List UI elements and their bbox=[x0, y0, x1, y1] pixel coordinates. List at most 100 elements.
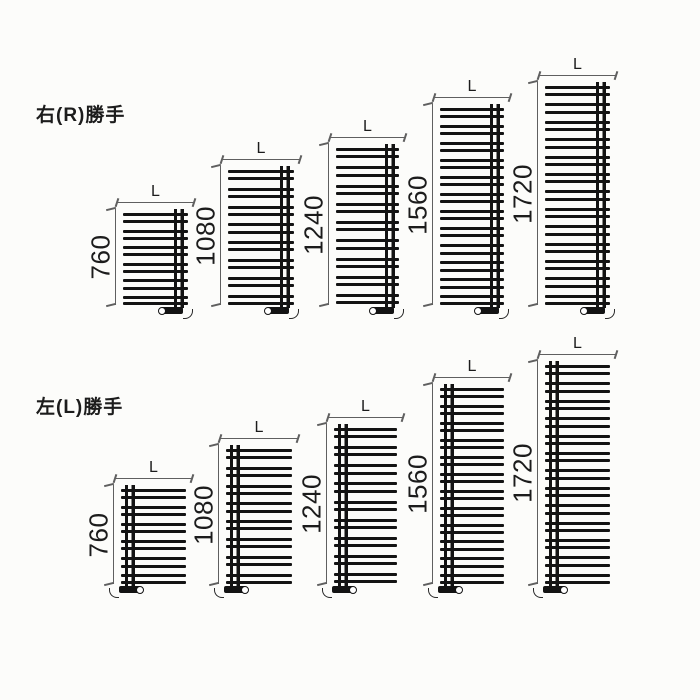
dimension-tick bbox=[318, 141, 330, 146]
dimension-tick bbox=[527, 79, 539, 84]
dimension-tick bbox=[431, 92, 436, 103]
tube-bar bbox=[121, 564, 186, 568]
tube-bar bbox=[545, 120, 610, 124]
tube-bar bbox=[336, 173, 399, 177]
tube-bar bbox=[226, 509, 292, 513]
tube-bar bbox=[440, 285, 504, 289]
tube-bar bbox=[336, 283, 399, 287]
tube-bars bbox=[226, 449, 292, 584]
height-dimension-label: 760 bbox=[83, 512, 114, 557]
tube-bar bbox=[440, 142, 504, 146]
tube-bar bbox=[334, 536, 397, 540]
dimension-tick bbox=[614, 70, 619, 81]
dimension-tick bbox=[219, 154, 224, 165]
tube-bar bbox=[228, 258, 294, 262]
tube-bar bbox=[545, 441, 610, 445]
drain-hook-icon bbox=[428, 588, 438, 598]
height-dimension-label: 1560 bbox=[402, 174, 433, 235]
dimension-tick bbox=[327, 132, 332, 143]
tube-bar bbox=[228, 187, 294, 191]
dimension-tick bbox=[103, 482, 115, 487]
tube-bar bbox=[545, 284, 610, 288]
dimension-tick bbox=[422, 101, 434, 106]
height-dimension-line bbox=[318, 141, 330, 308]
tube-bar bbox=[226, 563, 292, 567]
tube-bar bbox=[334, 518, 397, 522]
tube-bar bbox=[440, 472, 504, 476]
valve-cap-icon bbox=[241, 585, 249, 594]
tube-bar bbox=[336, 221, 399, 225]
tube-bar bbox=[123, 220, 188, 224]
width-dimension-line bbox=[536, 70, 619, 81]
tube-bar bbox=[545, 459, 610, 463]
tube-bar bbox=[440, 183, 504, 187]
tube-bar bbox=[545, 563, 610, 567]
tube-bar bbox=[123, 262, 188, 266]
tube-bar bbox=[226, 466, 292, 470]
collector-rails bbox=[174, 209, 184, 308]
height-dimension-label: 1720 bbox=[507, 163, 538, 224]
tube-bar bbox=[226, 573, 292, 577]
dimension-tick bbox=[422, 303, 434, 308]
valve-unit bbox=[474, 306, 509, 319]
tube-bar bbox=[226, 527, 292, 531]
valve-cap-icon bbox=[474, 306, 482, 315]
tube-bar bbox=[440, 523, 504, 527]
width-dimension-label: L bbox=[573, 56, 582, 73]
height-dimension-label: 1240 bbox=[296, 474, 327, 534]
tube-bar bbox=[440, 200, 504, 204]
tube-bar bbox=[228, 294, 294, 298]
tube-bar bbox=[545, 372, 610, 376]
tube-bar bbox=[545, 511, 610, 515]
tube-bar bbox=[440, 480, 504, 483]
tube-bar bbox=[121, 530, 186, 534]
tube-bar bbox=[226, 580, 292, 584]
tube-bar bbox=[545, 277, 610, 281]
height-dimension-label: 1080 bbox=[188, 484, 219, 545]
tube-bar bbox=[123, 229, 188, 233]
valve-unit bbox=[214, 585, 249, 598]
tube-bars bbox=[440, 108, 504, 305]
height-dimension-line bbox=[316, 421, 328, 587]
collector-rails bbox=[125, 485, 135, 587]
tube-bar bbox=[334, 464, 397, 468]
dimension-tick bbox=[210, 303, 222, 308]
tube-bar bbox=[123, 279, 188, 283]
width-dimension-line bbox=[114, 197, 197, 208]
collector-rails bbox=[490, 104, 500, 308]
tube-bar bbox=[440, 446, 504, 450]
tube-bar bbox=[545, 434, 610, 438]
tube-bar bbox=[334, 435, 397, 439]
valve-unit bbox=[369, 306, 404, 319]
tube-bar bbox=[440, 115, 504, 119]
tube-bar bbox=[121, 523, 186, 527]
tube-bar bbox=[545, 365, 610, 368]
dimension-tick bbox=[105, 206, 117, 211]
tube-bar bbox=[440, 564, 504, 568]
width-dimension-label: L bbox=[149, 459, 158, 476]
height-dimension-line bbox=[422, 101, 434, 308]
valve-cap-icon bbox=[264, 306, 272, 315]
dimension-tick bbox=[536, 349, 541, 360]
tube-bar bbox=[121, 489, 186, 492]
valve-cap-icon bbox=[580, 306, 588, 315]
tube-bar bbox=[123, 286, 188, 290]
tube-bar bbox=[545, 232, 610, 236]
tube-bar bbox=[440, 234, 504, 238]
tube-bar bbox=[228, 177, 294, 181]
tube-bar bbox=[334, 453, 397, 457]
tube-bars bbox=[336, 148, 399, 305]
tube-bar bbox=[545, 546, 610, 550]
tube-bar bbox=[440, 302, 504, 305]
tube-bars bbox=[121, 489, 186, 584]
tube-bar bbox=[545, 225, 610, 229]
width-dimension-line bbox=[217, 433, 301, 444]
tube-bar bbox=[121, 574, 186, 578]
tube-bar bbox=[336, 294, 399, 298]
dimension-tick bbox=[422, 381, 434, 386]
tube-bar bbox=[545, 452, 610, 456]
tube-bar bbox=[123, 269, 188, 273]
dimension-tick bbox=[431, 372, 436, 383]
tube-bar bbox=[121, 513, 186, 517]
